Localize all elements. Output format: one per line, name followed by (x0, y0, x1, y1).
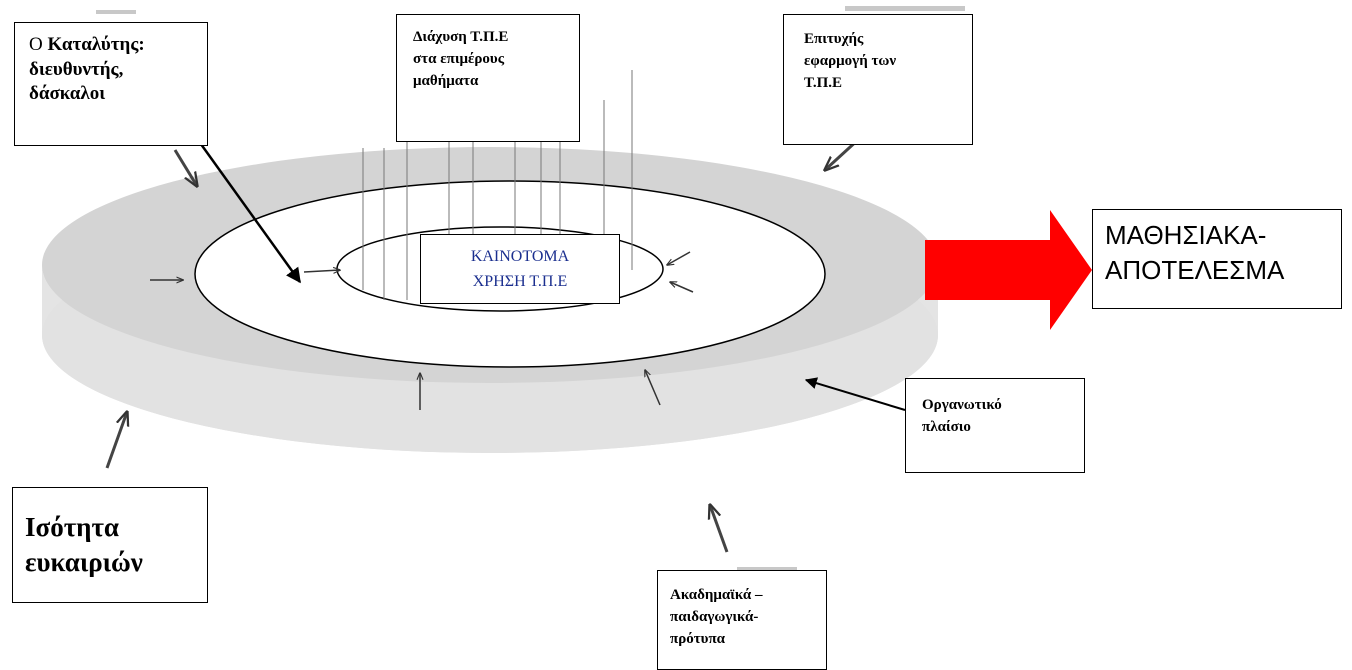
results-box: ΜΑΘΗΣΙΑΚΑ- ΑΠΟΤΕΛΕΣΜΑ (1092, 209, 1342, 309)
catalyst-title-line: Ο Καταλύτης: (29, 33, 193, 58)
innovation-label: ΚΑΙΝΟΤΟΜΑ ΧΡΗΣΗ Τ.Π.Ε (420, 234, 620, 304)
catalyst-box: Ο Καταλύτης: διευθυντής, δάσκαλοι (14, 22, 208, 146)
results-line-2: ΑΠΟΤΕΛΕΣΜΑ (1105, 255, 1285, 286)
academic-box: Ακαδημαϊκά – παιδαγωγικά- πρότυπα (657, 570, 827, 670)
success-line-1: Επιτυχής (804, 31, 864, 47)
diffusion-box: Διάχυση Τ.Π.Ε στα επιμέρους μαθήματα (396, 14, 580, 142)
big-red-arrow (925, 210, 1092, 330)
diffusion-line-2: στα επιμέρους (413, 50, 505, 67)
success-line-3: Τ.Π.Ε (804, 74, 843, 91)
catalyst-pointer (196, 139, 302, 284)
org-pointer (804, 377, 906, 411)
catalyst-line2: διευθυντής, (29, 58, 124, 80)
diffusion-line-3: μαθήματα (413, 72, 479, 89)
org-line-2: πλαίσιο (922, 418, 971, 435)
org-box: Οργανωτικό πλαίσιο (905, 378, 1085, 473)
innovation-line-2: ΧΡΗΣΗ Τ.Π.Ε (472, 272, 568, 290)
academic-line-1: Ακαδημαϊκά – (670, 587, 763, 603)
equality-line-1: Ισότητα (25, 512, 119, 542)
catalyst-prefix: Ο (29, 34, 48, 55)
org-line-1: Οργανωτικό (922, 397, 1002, 413)
catalyst-bold-title: Καταλύτης: (47, 34, 145, 55)
catalyst-line3: δάσκαλοι (29, 83, 106, 105)
equality-box: Ισότητα ευκαιριών (12, 487, 208, 603)
inward-arrows (150, 251, 694, 410)
academic-line-2: παιδαγωγικά- (670, 608, 759, 625)
academic-line-3: πρότυπα (670, 630, 726, 647)
equality-line-2: ευκαιριών (25, 547, 143, 578)
success-line-2: εφαρμογή των (804, 52, 897, 69)
success-box: Επιτυχής εφαρμογή των Τ.Π.Ε (783, 14, 973, 145)
innovation-line-1: ΚΑΙΝΟΤΟΜΑ (470, 248, 570, 265)
results-line-1: ΜΑΘΗΣΙΑΚΑ- (1105, 220, 1267, 250)
diffusion-lines (362, 70, 633, 300)
diffusion-line-1: Διάχυση Τ.Π.Ε (413, 29, 509, 45)
